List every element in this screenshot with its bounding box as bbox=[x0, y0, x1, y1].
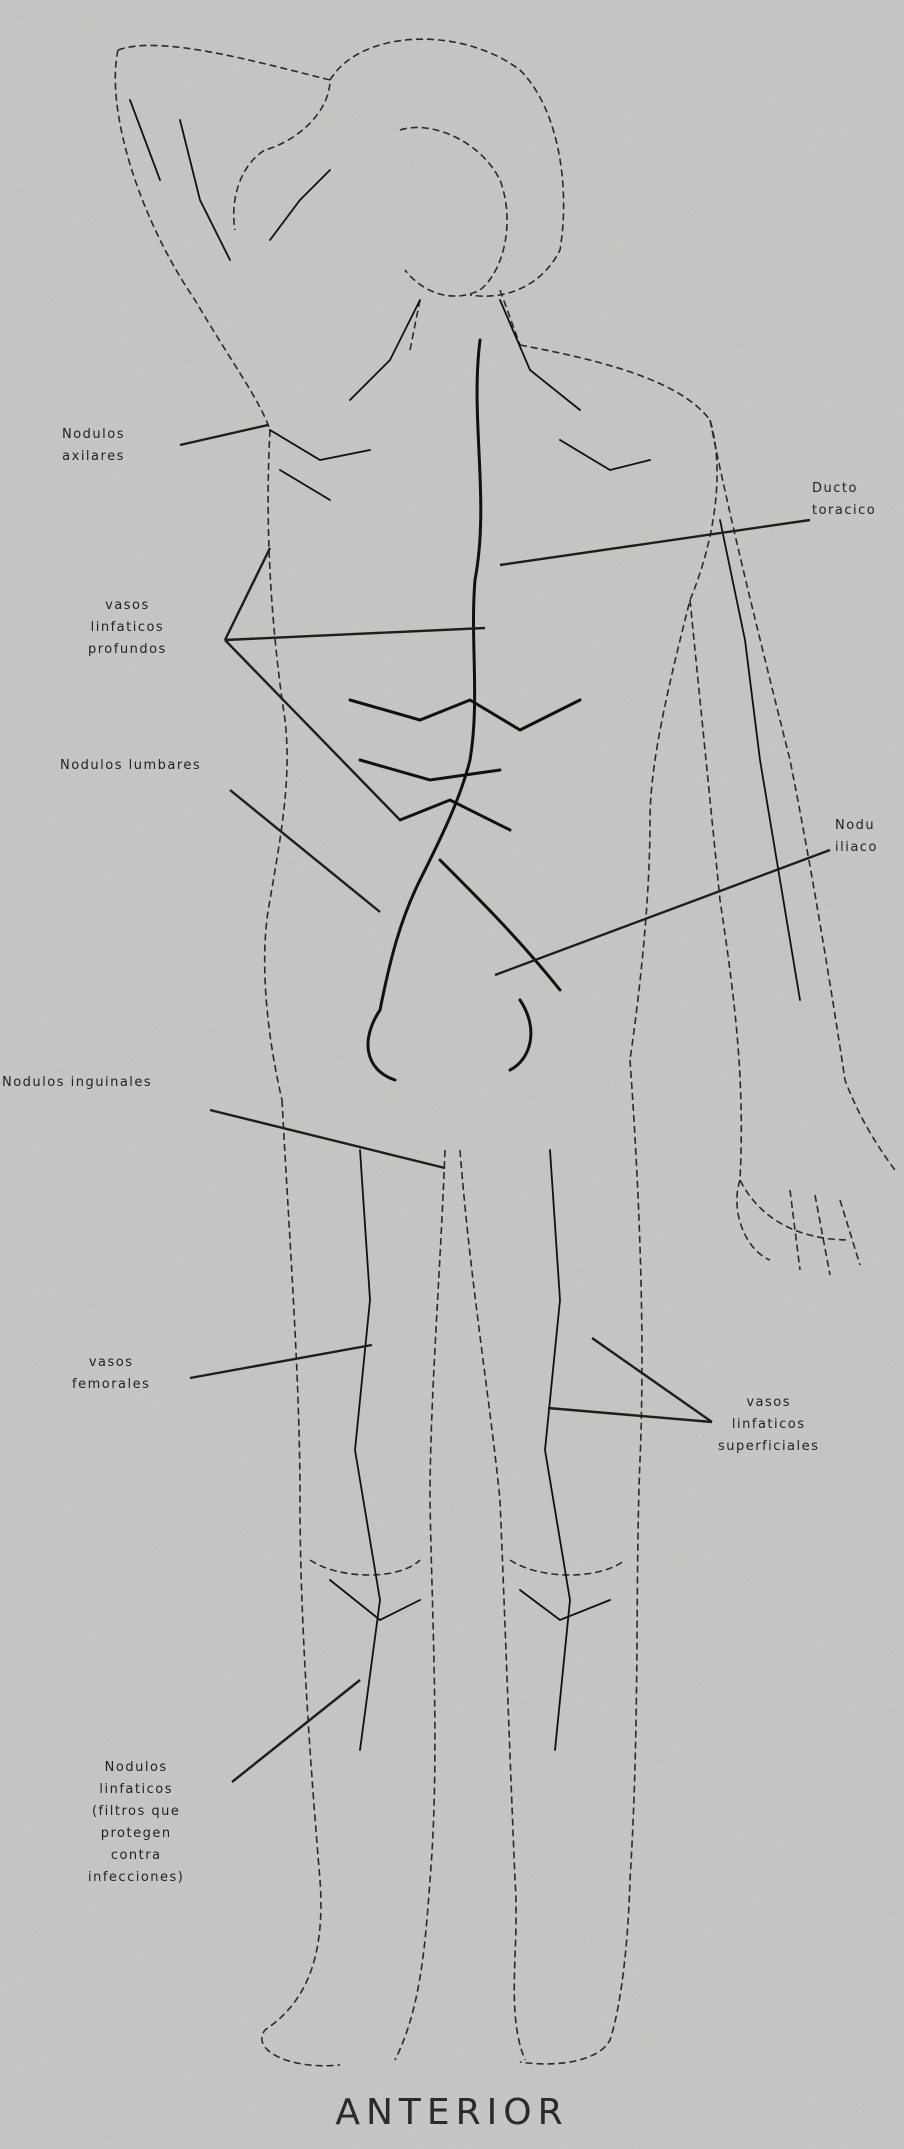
caption-anterior: ANTERIOR bbox=[0, 2092, 904, 2133]
label-nodulos-inguinales: Nodulos inguinales bbox=[2, 1072, 152, 1094]
label-vasos-linfaticos-superficiales: vasos linfaticos superficiales bbox=[718, 1392, 819, 1458]
label-ducto-toracico: Ducto toracico bbox=[812, 478, 876, 522]
label-nodulos-axilares: Nodulos axilares bbox=[62, 424, 125, 468]
label-nodulos-linfaticos-filtros: Nodulos linfaticos (filtros que protegen… bbox=[88, 1757, 184, 1889]
label-vasos-femorales: vasos femorales bbox=[72, 1352, 150, 1396]
label-nodulos-iliacos: Nodu iliaco bbox=[835, 815, 878, 859]
label-nodulos-lumbares: Nodulos lumbares bbox=[60, 755, 201, 777]
label-vasos-linfaticos-profundos: vasos linfaticos profundos bbox=[88, 595, 167, 661]
